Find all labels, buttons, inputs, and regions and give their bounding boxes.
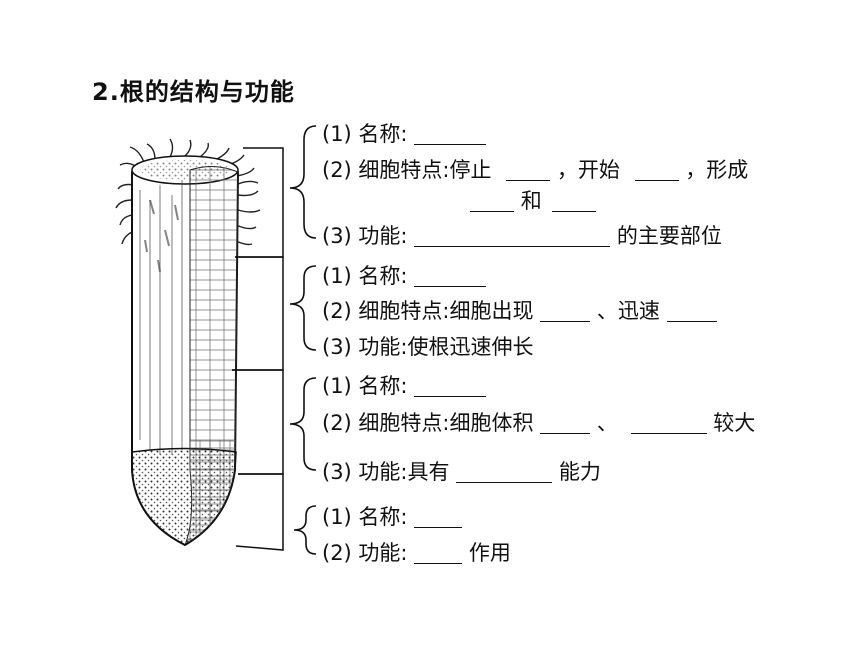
s1-name-blank[interactable] <box>414 122 487 145</box>
s1-stop-blank[interactable] <box>506 158 551 181</box>
page-title: 2.根的结构与功能 <box>92 78 295 106</box>
s4-function-row: (2) 功能: 作用 <box>322 541 511 565</box>
s2-rapid-blank[interactable] <box>666 299 717 322</box>
s4-name-row: (1) 名称: <box>322 503 463 531</box>
s3-name-blank[interactable] <box>414 374 487 397</box>
s2-name-row: (1) 名称: <box>322 262 487 290</box>
s1-form-blank-2[interactable] <box>552 189 597 212</box>
brace-3 <box>289 377 317 471</box>
s1-function-blank[interactable] <box>414 224 611 247</box>
s1-start-blank[interactable] <box>634 158 679 181</box>
s3-name-row: (1) 名称: <box>322 372 487 400</box>
s3-feature-row: (2) 细胞特点:细胞体积 、 较大 <box>322 411 756 435</box>
s1-form-row: 和 <box>470 187 597 215</box>
s3-large-blank[interactable] <box>630 411 707 434</box>
brace-4 <box>293 505 317 555</box>
s1-name-row: (1) 名称: <box>322 120 487 148</box>
brace-1 <box>289 125 317 239</box>
s2-function-row: (3) 功能:使根迅速伸长 <box>322 335 534 359</box>
s4-function-blank[interactable] <box>414 541 463 564</box>
s3-volume-blank[interactable] <box>540 411 591 434</box>
s3-function-row: (3) 功能:具有 能力 <box>322 460 601 484</box>
s1-function-row: (3) 功能: 的主要部位 <box>322 224 722 248</box>
s2-name-blank[interactable] <box>414 264 487 287</box>
s2-appear-blank[interactable] <box>540 299 591 322</box>
s4-name-blank[interactable] <box>414 505 463 528</box>
s2-feature-row: (2) 细胞特点:细胞出现 、迅速 <box>322 297 717 325</box>
s1-feature-row: (2) 细胞特点:停止 ，开始 ，形成 <box>322 158 749 182</box>
s1-form-blank-1[interactable] <box>470 189 514 212</box>
s3-ability-blank[interactable] <box>456 460 553 483</box>
brace-2 <box>289 265 317 351</box>
